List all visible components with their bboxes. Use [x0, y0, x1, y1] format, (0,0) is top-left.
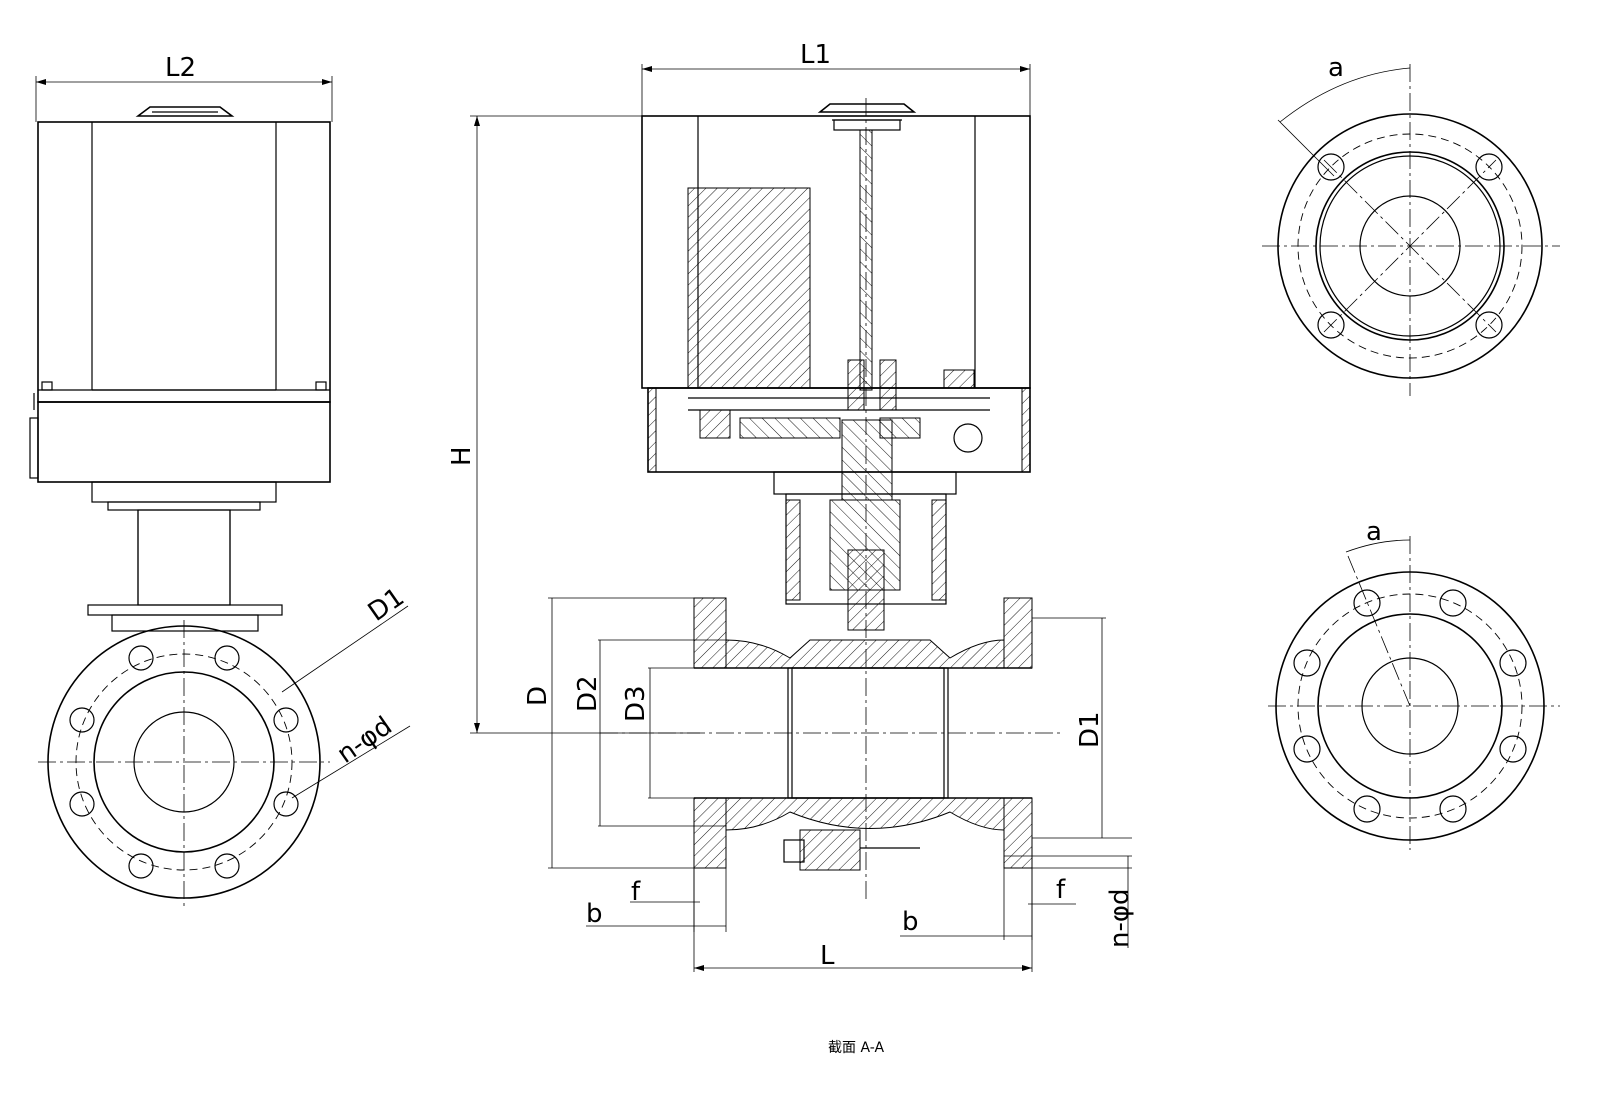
l2-dimension: L2 [35, 53, 333, 122]
f-right-label: f [1056, 875, 1066, 905]
d1-side-label: D1 [1075, 711, 1105, 748]
left-bolt-holes [69, 645, 299, 879]
l1-dimension: L1 [641, 40, 1031, 116]
h-dimension: H [447, 115, 700, 734]
l-label: L [820, 941, 835, 971]
d1-left-label: D1 [363, 582, 410, 628]
l1-label: L1 [800, 40, 831, 70]
d2-label: D2 [573, 675, 603, 712]
n-phi-d-left-label: n-φd [332, 711, 398, 770]
d1-side-dimension: D1 [1032, 617, 1132, 839]
h-label: H [447, 446, 477, 466]
n-phi-d-right-dimension: n-φd [1004, 855, 1135, 948]
section-view: L1 H [447, 40, 1135, 972]
d-label: D [523, 686, 553, 706]
b-right-label: b [902, 907, 919, 937]
l-dimension: L [693, 868, 1033, 972]
b-left-label: b [586, 899, 603, 929]
l2-label: L2 [165, 53, 196, 83]
f-left-label: f [631, 877, 641, 907]
d-dimension: D [523, 597, 694, 869]
bottom-flange-view: a [1268, 517, 1560, 850]
d3-dimension: D3 [621, 667, 694, 799]
n-phi-d-right-label: n-φd [1105, 888, 1135, 948]
d3-label: D3 [621, 685, 651, 722]
top-flange-view: a [1262, 53, 1560, 396]
side-view: L2 [29, 53, 411, 910]
f-b-dimensions: f b f b [586, 868, 1076, 940]
section-caption: 截面 A-A [828, 1040, 884, 1056]
a-top-label: a [1328, 53, 1344, 83]
d2-dimension: D2 [573, 639, 726, 827]
a-bottom-label: a [1366, 517, 1382, 547]
